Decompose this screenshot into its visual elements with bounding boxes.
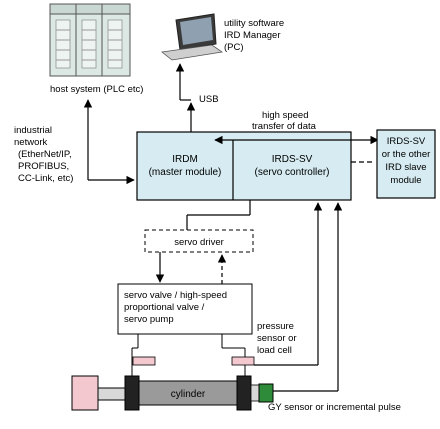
network-label-1: industrial <box>14 125 52 136</box>
valve-label-3: servo pump <box>124 314 174 325</box>
port-b <box>231 356 255 366</box>
pressure-label-1: pressure <box>257 321 294 332</box>
piston-rod <box>97 387 129 401</box>
slave-module-box <box>376 129 436 199</box>
cylinder-label: cylinder <box>171 389 206 400</box>
pc-label: (PC) <box>224 42 244 53</box>
high-speed-label: high speed <box>262 110 308 121</box>
laptop-icon <box>161 13 224 61</box>
pressure-label-2: sensor or <box>257 333 297 344</box>
gy-sensor-block <box>258 383 274 403</box>
usb-label: USB <box>199 94 219 105</box>
ird-manager-label: IRD Manager <box>224 30 281 41</box>
network-label-5: CC-Link, etc) <box>18 173 73 184</box>
servo-driver-box <box>144 229 254 253</box>
network-connector <box>83 99 135 185</box>
network-label-4: PROFIBUS, <box>18 161 69 172</box>
master-module-label: (master module) <box>149 167 222 178</box>
network-label-3: (EtherNet/IP, <box>18 149 72 160</box>
usb-connector <box>175 63 196 132</box>
gy-sensor-label: GY sensor or incremental pulse <box>268 402 401 413</box>
port-a <box>132 356 156 366</box>
slave-label-1: IRDS-SV <box>387 136 426 147</box>
irds-sv-label: IRDS-SV <box>272 154 313 165</box>
servo-controller-label: (servo controller) <box>254 167 329 178</box>
utility-software-label: utility software <box>224 18 284 29</box>
pressure-label-3: load cell <box>257 345 292 356</box>
transfer-of-data-label: transfer of data <box>252 121 317 132</box>
cylinder-assembly <box>71 375 274 411</box>
controller-to-driver-line <box>186 200 251 230</box>
valve-label-1: servo valve / high-speed <box>124 290 227 301</box>
plc-rack-icon <box>49 3 131 77</box>
load-block <box>71 375 99 411</box>
valve-box <box>117 283 253 335</box>
slave-label-2: or the other <box>382 149 431 160</box>
high-speed-link <box>214 135 379 163</box>
servo-driver-label: servo driver <box>174 237 224 248</box>
irdm-label: IRDM <box>172 154 198 165</box>
pressure-feedback-line <box>254 202 323 366</box>
slave-label-3: IRD slave <box>385 162 426 173</box>
gy-sensor-feedback-line <box>272 202 343 392</box>
master-module-box <box>136 131 352 201</box>
host-system-label: host system (PLC etc) <box>50 84 143 95</box>
slave-label-4: module <box>390 175 421 186</box>
hydraulic-lines <box>131 334 246 376</box>
valve-label-2: proportional valve / <box>124 302 205 313</box>
network-label-2: network <box>14 137 48 148</box>
